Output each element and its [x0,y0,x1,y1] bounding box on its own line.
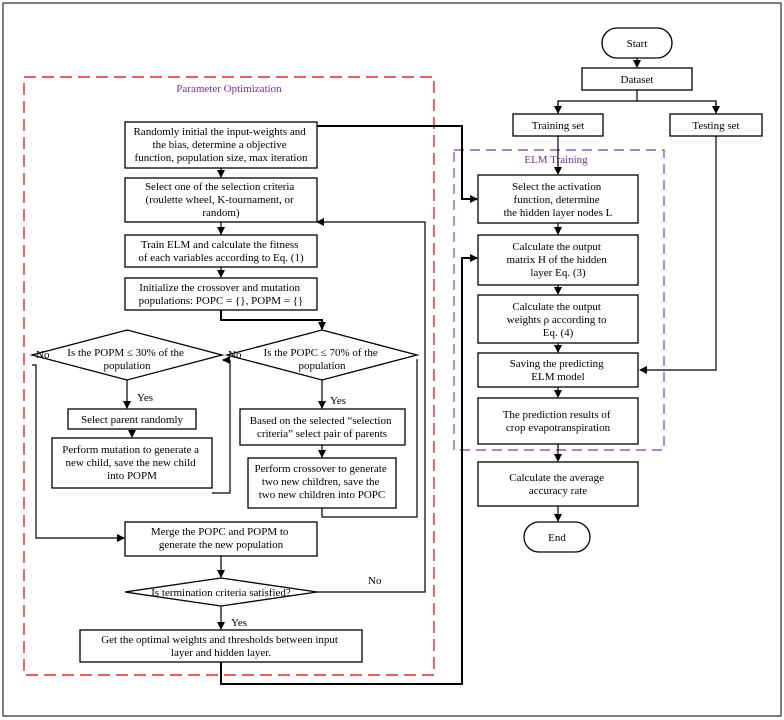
calc-accuracy-box [477,461,639,507]
arrow-optimal-to-matrix [220,254,478,685]
popm-decision-text: Is the POPM ≤ 30% of the population [67,347,186,372]
calc-accuracy-text: Calculate the average accuracy rate [509,472,606,497]
calc-output-weights-box [477,294,639,344]
end-text: End [548,532,566,544]
calc-output-weights-text: Calculate the output weights ρ according… [507,301,610,339]
termination-yes-label: Yes [231,617,247,629]
arrow-initcross-popc [220,310,326,330]
train-elm-text: Train ELM and calculate the fitness of e… [138,239,304,264]
parameter-optimization-title: Parameter Optimization [176,83,282,95]
select-pair-box [239,408,406,446]
perform-mutation-text: Perform mutation to generate a new child… [62,444,202,482]
dataset-text: Dataset [621,74,654,86]
popm-yes-label: Yes [137,392,153,404]
merge-text: Merge the POPC and POPM to generate the … [151,526,291,551]
train-elm-box [124,234,318,268]
testing-set-text: Testing set [692,120,739,132]
arrow-testing-saving [639,136,717,374]
select-pair-text: Based on the selected “selection criteri… [250,415,394,440]
select-activation-text: Select the activation function, determin… [504,181,613,219]
get-optimal-box [79,629,363,663]
elm-training-region [453,149,665,451]
popc-decision-text: Is the POPC ≤ 70% of the population [264,347,381,372]
init-crossover-text: Initialize the crossover and mutation po… [139,282,304,307]
arrow-crossover-loop [321,359,418,518]
end-node [523,521,591,553]
arrow-init-to-activation [317,125,478,203]
popc-yes-label: Yes [330,395,346,407]
perform-crossover-text: Perform crossover to generate two new ch… [254,463,389,501]
arrow-mutation-loop [212,360,231,494]
calc-output-matrix-text: Calculate the output matrix H of the hid… [507,241,610,279]
termination-decision-text: Is termination criteria satisfied? [151,587,291,599]
select-criteria-text: Select one of the selection criteria (ro… [145,181,297,219]
arrow-termination-no [316,218,426,593]
select-parent-random-text: Select parent randomly [81,414,184,426]
init-crossover-box [124,277,318,311]
perform-mutation-box [51,437,213,489]
saving-model-box [477,352,639,388]
elm-training-title: ELM Training [524,154,588,166]
prediction-results-text: The prediction results of crop evapotran… [503,409,614,434]
training-set-text: Training set [532,120,584,132]
parameter-optimization-region [23,76,435,676]
arrow-dataset-split [557,100,717,112]
random-init-text: Randomly initial the input-weights and t… [133,126,308,164]
termination-no-label: No [368,575,382,587]
start-text: Start [627,38,648,50]
popm-no-label: No [36,349,50,361]
popc-no-label: No [228,349,242,361]
prediction-results-box [477,397,639,445]
arrow-popm-no-merge [32,364,125,542]
get-optimal-text: Get the optimal weights and thresholds b… [101,634,341,659]
saving-model-text: Saving the predicting ELM model [510,358,607,383]
